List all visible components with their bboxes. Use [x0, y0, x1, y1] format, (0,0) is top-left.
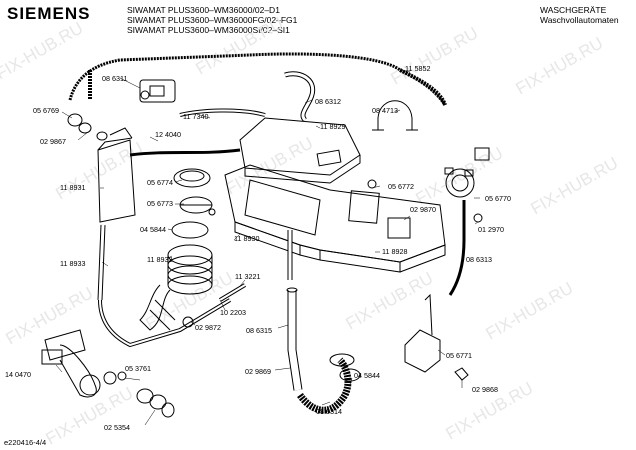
filter-ring — [136, 388, 154, 404]
part-label: 11 8929 — [320, 122, 345, 131]
drain-elbow — [139, 284, 171, 331]
part-label: 08 6311 — [102, 74, 127, 83]
watermark: FIX-HUB.RU — [483, 278, 577, 343]
part-label: 05 6769 — [33, 106, 59, 115]
watermark: FIX-HUB.RU — [223, 133, 317, 198]
model-line-2: SIWAMAT PLUS3600–WM36000FG/02–FG1 — [127, 15, 298, 25]
clip-02-9872 — [182, 316, 194, 328]
part-label: 11 7340 — [183, 112, 208, 121]
watermark: FIX-HUB.RU — [528, 153, 622, 218]
hose-clamp — [329, 353, 355, 367]
drain-pump — [41, 329, 127, 398]
category-subtitle: Waschvollautomaten — [540, 15, 619, 25]
part-label: 14 0470 — [5, 370, 31, 379]
part-label: 05 3761 — [125, 364, 151, 373]
model-line-3: SIWAMAT PLUS3600–WM36000SI/02–SI1 — [127, 25, 290, 35]
hose-clamp — [67, 113, 83, 127]
part-label: 02 9867 — [40, 137, 66, 146]
tray-insert — [387, 217, 411, 239]
watermark: FIX-HUB.RU — [513, 33, 607, 98]
part-label: 08 6314 — [316, 407, 342, 416]
washer-01-2970 — [473, 213, 483, 223]
model-line-1: SIWAMAT PLUS3600–WM36000/02–D1 — [127, 5, 280, 15]
fill-valve — [139, 79, 176, 103]
part-label: 11 5852 — [405, 64, 430, 73]
part-label: 05 6772 — [388, 182, 414, 191]
hose-12-4040 — [129, 148, 241, 157]
bracket-05-6771 — [404, 329, 441, 373]
watermark: FIX-HUB.RU — [388, 23, 482, 88]
watermark: FIX-HUB.RU — [193, 13, 287, 78]
seal-04-5844 — [339, 368, 361, 382]
part-label: 05 6774 — [147, 178, 173, 187]
part-label: 08 6315 — [246, 326, 272, 335]
brand-logo: SIEMENS — [7, 4, 91, 23]
part-label: 02 9869 — [245, 367, 271, 376]
category-title: WASCHGERÄTE — [540, 5, 607, 15]
part-label: 02 5354 — [104, 423, 130, 432]
hose-08-6314 — [297, 357, 352, 414]
part-label: 05 6771 — [446, 351, 472, 360]
part-label: 11 3221 — [235, 272, 260, 281]
part-label: 04 5844 — [140, 225, 166, 234]
detergent-housing — [97, 139, 136, 223]
part-label: 11 8928 — [382, 247, 407, 256]
part-label: 12 4040 — [155, 130, 181, 139]
part-label: 08 4713 — [372, 106, 398, 115]
part-label: 05 6770 — [485, 194, 511, 203]
part-label: 11 8931 — [60, 183, 85, 192]
part-label: 01 2970 — [478, 225, 504, 234]
hose-08-6313 — [448, 200, 466, 296]
leader-lines — [55, 69, 480, 426]
filter-cap — [161, 402, 175, 418]
watermark: FIX-HUB.RU — [0, 18, 86, 83]
part-label: 08 6312 — [315, 97, 341, 106]
bracket-plate — [474, 147, 490, 161]
part-label: 05 6773 — [147, 199, 173, 208]
diagram-reference: e220416-4/4 — [4, 438, 47, 447]
sealing-ring — [96, 131, 108, 141]
bellows-11-8932 — [167, 244, 213, 295]
part-label: 10 2203 — [220, 308, 246, 317]
part-label: 11 8930 — [234, 234, 259, 243]
seal-04-5844 — [171, 221, 209, 239]
part-label: 08 6313 — [466, 255, 492, 264]
sealing-ring — [78, 122, 92, 134]
watermark: FIX-HUB.RU — [343, 268, 437, 333]
part-label: 02 9872 — [195, 323, 221, 332]
part-labels: 11 5852 05 6769 08 6311 11 7340 08 6312 … — [5, 64, 511, 432]
part-label: 02 9870 — [410, 205, 436, 214]
part-label: 11 8932 — [147, 255, 172, 264]
watermark: FIX-HUB.RU — [43, 383, 137, 448]
hose-11-5852 — [399, 68, 447, 106]
bracket-08-4713 — [372, 100, 418, 131]
part-label: 02 9868 — [472, 385, 498, 394]
part-label: 04 5844 — [354, 371, 380, 380]
valve-02-9868 — [454, 367, 469, 381]
seal-05-6774 — [173, 168, 211, 188]
pressure-switch — [444, 167, 475, 198]
part-label: 11 8933 — [60, 259, 85, 268]
filter-ring — [149, 394, 167, 410]
cap-05-6772 — [367, 179, 377, 189]
